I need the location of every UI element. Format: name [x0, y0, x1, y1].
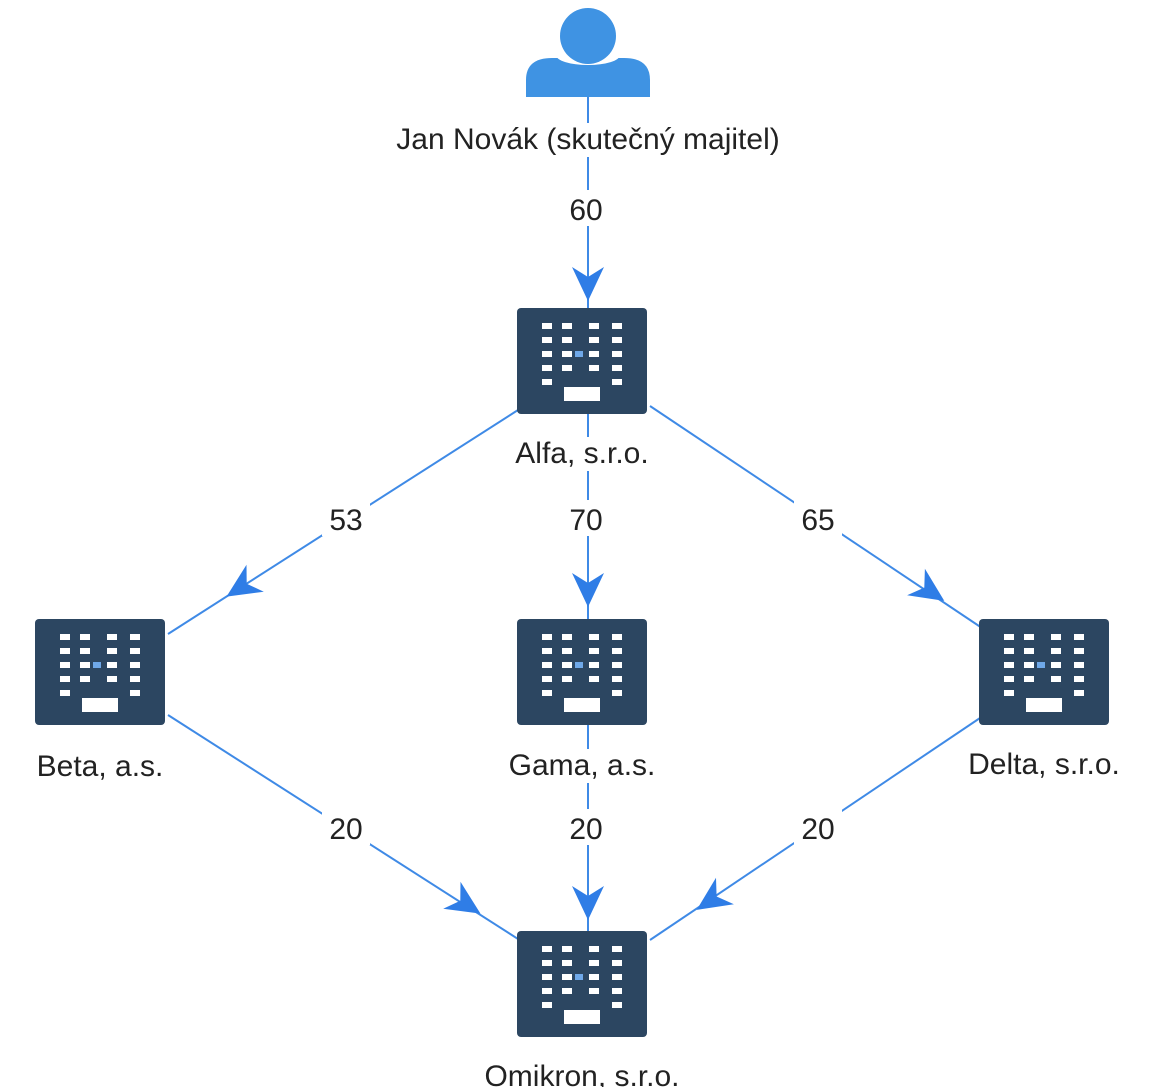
node-label: Beta, a.s.: [37, 750, 164, 783]
building-icon: [517, 619, 647, 725]
node-label-background: [465, 1060, 699, 1087]
node-delta[interactable]: Delta, s.r.o.: [942, 619, 1146, 782]
edge-label-background: [794, 500, 842, 536]
edge-label-background: [322, 809, 370, 845]
node-label-background: [374, 123, 802, 157]
person-icon: [526, 8, 650, 97]
building-icon: [517, 931, 647, 1037]
edge-label-background: [794, 809, 842, 845]
arrowhead-icon: [226, 564, 264, 597]
arrowhead-icon: [907, 568, 945, 601]
edge-label-background: [562, 809, 610, 845]
edge-percentage-label: 65: [801, 504, 834, 537]
node-label: Gama, a.s.: [509, 749, 656, 782]
edge-jan-alfa: 60: [562, 85, 610, 311]
edge-alfa-gama: 70: [562, 412, 610, 624]
building-icon: [517, 308, 647, 414]
building-icon: [35, 619, 165, 725]
node-label-background: [21, 750, 179, 784]
arrowhead-icon: [572, 886, 604, 920]
edge-percentage-label: 60: [569, 194, 602, 227]
node-alfa[interactable]: Alfa, s.r.o.: [488, 308, 676, 471]
edge-percentage-label: 53: [329, 504, 362, 537]
edge-label-background: [562, 500, 610, 536]
edge-label-background: [322, 500, 370, 536]
node-omikron[interactable]: Omikron, s.r.o.: [465, 931, 699, 1087]
node-label: Alfa, s.r.o.: [515, 437, 648, 470]
edge-delta-omikron: 20: [649, 717, 981, 941]
edge-beta-omikron: 20: [167, 714, 519, 940]
node-beta[interactable]: Beta, a.s.: [21, 619, 179, 784]
node-label-background: [503, 749, 661, 783]
edge-alfa-beta: 53: [167, 409, 519, 635]
node-label: Jan Novák (skutečný majitel): [396, 123, 779, 156]
node-jan[interactable]: Jan Novák (skutečný majitel): [374, 8, 802, 157]
node-gama[interactable]: Gama, a.s.: [503, 619, 661, 783]
arrowhead-icon: [572, 573, 604, 607]
edge-alfa-delta: 65: [649, 405, 983, 629]
node-label: Omikron, s.r.o.: [484, 1060, 679, 1087]
node-label: Delta, s.r.o.: [968, 748, 1120, 781]
edge-percentage-label: 20: [329, 813, 362, 846]
edge-label-background: [562, 190, 610, 226]
edge-percentage-label: 20: [801, 813, 834, 846]
arrowhead-icon: [572, 267, 604, 301]
arrowhead-icon: [696, 877, 734, 910]
nodes-layer: Jan Novák (skutečný majitel) Alfa, s.r.o.…: [21, 8, 1146, 1087]
node-label-background: [488, 437, 676, 471]
edges-layer: 60 53 70 65 20 20 20: [167, 85, 983, 941]
building-icon: [979, 619, 1109, 725]
arrowhead-icon: [443, 881, 481, 914]
edge-gama-omikron: 20: [562, 720, 610, 935]
edge-percentage-label: 70: [569, 504, 602, 537]
node-label-background: [942, 748, 1146, 782]
edge-percentage-label: 20: [569, 813, 602, 846]
